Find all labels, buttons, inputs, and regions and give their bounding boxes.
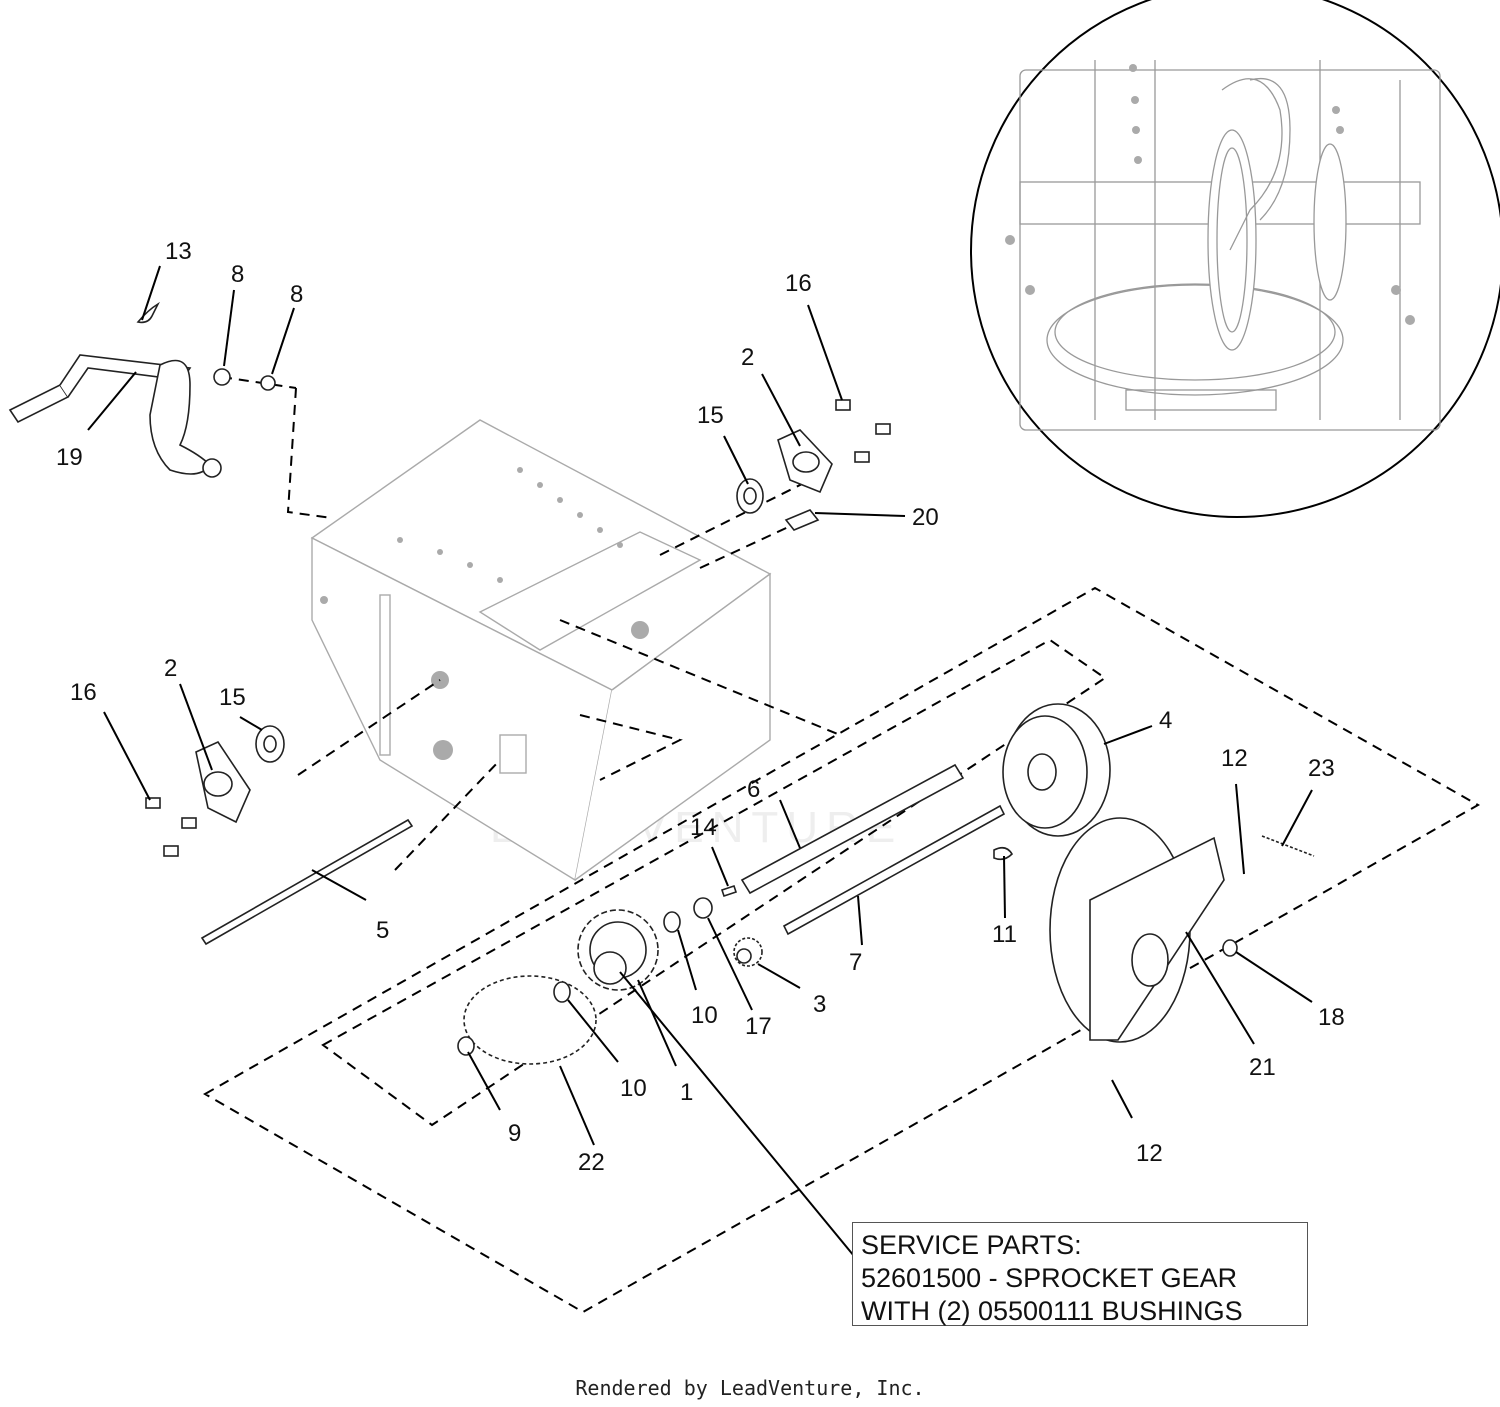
callout-14: 14 (690, 814, 717, 841)
callout-1: 1 (680, 1079, 693, 1106)
callout-15: 15 (219, 684, 246, 711)
part-16-bolts-lower (145, 797, 197, 857)
callout-2: 2 (741, 344, 754, 371)
callout-12: 12 (1136, 1140, 1163, 1167)
callout-10: 10 (691, 1002, 718, 1029)
part-14-pin (720, 884, 738, 898)
callout-8: 8 (290, 281, 303, 308)
part-10-washer-lower (553, 981, 571, 1003)
part-19-handle (8, 354, 222, 478)
callout-23: 23 (1308, 755, 1335, 782)
callout-16: 16 (70, 679, 97, 706)
callout-5: 5 (376, 917, 389, 944)
callout-20: 20 (912, 504, 939, 531)
part-18-washer (1222, 939, 1238, 957)
part-22-chain (463, 975, 597, 1065)
callout-4: 4 (1159, 707, 1172, 734)
callout-19: 19 (56, 444, 83, 471)
part-2-flange-upper (777, 429, 833, 494)
part-7-drive-shaft (782, 804, 1006, 936)
part-2-flange-lower (195, 740, 251, 824)
callout-22: 22 (578, 1149, 605, 1176)
callout-numbers: 13 8 8 19 16 2 15 20 16 2 15 4 6 14 12 2… (56, 238, 1345, 1176)
part-21-pulley-assembly (1049, 817, 1225, 1043)
service-note-line-2: 52601500 - SPROCKET GEAR (861, 1263, 1238, 1293)
part-10-washer-upper (663, 911, 681, 933)
callout-11: 11 (992, 921, 1017, 948)
part-13-clip (136, 301, 160, 324)
part-9-clip (457, 1036, 475, 1056)
service-note-line-1: SERVICE PARTS: (861, 1230, 1082, 1260)
callout-9: 9 (508, 1120, 521, 1147)
part-16-bolts-upper (835, 399, 891, 463)
part-6-tube (740, 763, 965, 895)
callout-7: 7 (849, 949, 862, 976)
part-23-spring (1261, 835, 1315, 857)
assembly-guide-lines (202, 376, 1481, 1314)
callout-15: 15 (697, 402, 724, 429)
callout-3: 3 (813, 991, 826, 1018)
part-15-bearing-lower (255, 725, 285, 763)
service-note-line-3: WITH (2) 05500111 BUSHINGS (861, 1296, 1243, 1326)
callout-2: 2 (164, 655, 177, 682)
callout-17: 17 (745, 1013, 772, 1040)
part-11-clip (993, 846, 1014, 861)
callout-10: 10 (620, 1075, 647, 1102)
callout-6: 6 (747, 776, 760, 803)
part-5-shaft (200, 818, 414, 946)
inset-detail-view (970, 0, 1500, 518)
part-17-washer (693, 897, 713, 919)
footer-credit: Rendered by LeadVenture, Inc. (575, 1376, 925, 1400)
callout-16: 16 (785, 270, 812, 297)
leader-lines (87, 265, 1313, 1257)
part-4-wheel (1002, 703, 1111, 837)
part-1-sprocket-gear (577, 909, 659, 991)
part-15-bearing-upper (736, 478, 764, 514)
part-20-bolt (784, 509, 820, 531)
part-8-bushings (213, 368, 276, 391)
callout-18: 18 (1318, 1004, 1345, 1031)
callout-8: 8 (231, 261, 244, 288)
part-3-gear (733, 937, 763, 967)
callout-12: 12 (1221, 745, 1248, 772)
service-parts-note: SERVICE PARTS: 52601500 - SPROCKET GEAR … (852, 1222, 1308, 1326)
callout-21: 21 (1249, 1054, 1276, 1081)
auger-housing-frame (310, 419, 772, 882)
callout-13: 13 (165, 238, 192, 265)
